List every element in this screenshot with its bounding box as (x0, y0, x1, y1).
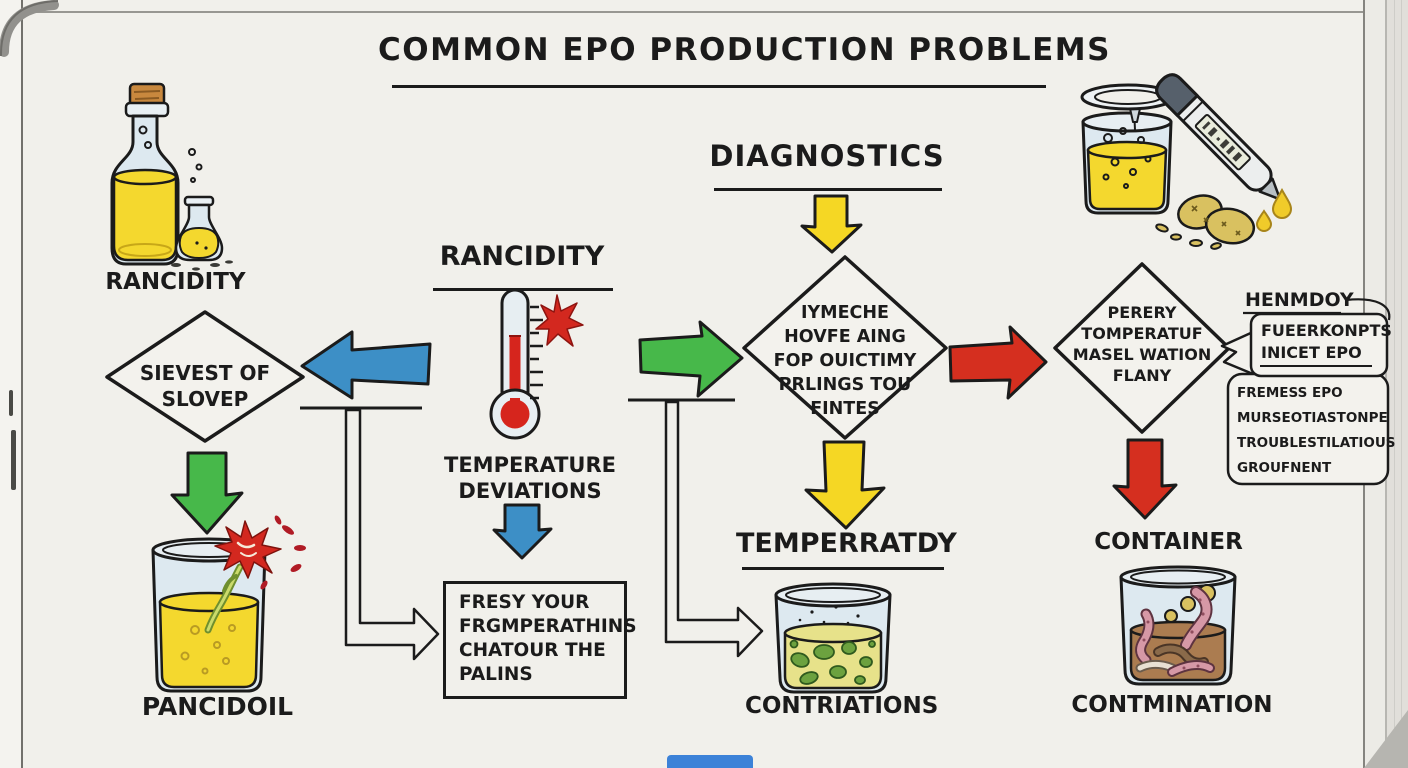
note-lower-line1: FREMESS EPO (1237, 385, 1343, 401)
oil-bottle-label: RANCIDITY (105, 269, 246, 295)
center-line3: FOP OUICTIMY (773, 351, 917, 371)
diagnostics-heading: DIAGNOSTICS (709, 139, 945, 173)
note-bubble (1220, 298, 1391, 486)
fresy-line1: FRESY YOUR (459, 592, 590, 613)
decision-diamond-sievest (105, 310, 305, 443)
marker-icon (667, 755, 753, 768)
pancidoil-label: PANCIDOIL (141, 692, 294, 721)
red-down-arrow-icon (1112, 438, 1178, 520)
temperratdy-heading: TEMPERRATDY (736, 528, 957, 559)
right-line1: PERERY (1107, 303, 1177, 322)
contriations-label: CONTRIATIONS (745, 693, 939, 719)
center-line2: HOVFE AING (784, 327, 906, 347)
thermometer-icon (489, 288, 543, 440)
heat-spark-icon (535, 294, 584, 347)
splash-burst-icon (214, 515, 306, 590)
corner-shadow (1364, 710, 1408, 768)
right-line3: MASEL WATION (1072, 345, 1212, 364)
rancidity-underline (433, 288, 613, 291)
fresy-line4: PALINS (459, 664, 533, 685)
edge-smudge (11, 430, 16, 490)
fresy-note-box: FRESY YOUR FRGMPERATHINS CHATOUR THE PAL… (443, 581, 637, 699)
wall-streak (1401, 0, 1402, 768)
page-title: COMMON EPO PRODUCTION PROBLEMS (378, 32, 1111, 68)
blue-down-arrow-icon (492, 503, 553, 560)
temperature-deviations-caption: TEMPERATURE DEVIATIONS (428, 452, 632, 504)
sievest-diamond-label: SIEVEST OF SLOVEP (112, 360, 298, 412)
note-lower-line3: TROUBLESTILATIOUS (1237, 435, 1396, 451)
right-line2: TOMPERATUF (1081, 324, 1203, 343)
tempdev-line1: TEMPERATURE (444, 453, 616, 477)
fresy-line2: FRGMPERATHINS (459, 616, 637, 637)
center-line4: PRLINGS TOU (778, 375, 912, 395)
note-lower-text: FREMESS EPO MURSEOTIASTONPE TROUBLESTILA… (1237, 381, 1396, 481)
contaminant-worms (1135, 586, 1215, 677)
contriations-beaker-icon (774, 582, 892, 694)
contmination-beaker-icon (1119, 565, 1237, 686)
wall-streak (1394, 0, 1395, 768)
corner-bracket-icon (0, 0, 59, 57)
rancidity-heading: RANCIDITY (439, 241, 605, 272)
temperratdy-underline (742, 567, 944, 570)
note-upper-line2: INICET EPO (1261, 343, 1362, 362)
note-lower-line2: MURSEOTIASTONPE (1237, 410, 1388, 426)
right-line4: FLANY (1112, 366, 1172, 385)
henmdoy-note-title: HENMDOY (1245, 289, 1354, 311)
center-line5: FINTES (810, 399, 880, 419)
blue-left-arrow-icon (300, 330, 432, 400)
ground-dash (171, 263, 181, 267)
diagnostics-underline (714, 188, 942, 191)
fresy-line3: CHATOUR THE (459, 640, 606, 661)
container-heading: CONTAINER (1094, 529, 1243, 555)
yellow-down-arrow2-icon (804, 440, 886, 530)
right-diamond-label: PERERY TOMPERATUF MASEL WATION FLANY (1058, 302, 1226, 386)
edge-smudge (9, 390, 13, 416)
decision-diamond-center (742, 255, 948, 440)
note-upper-line1: FUEERKONPTS (1261, 321, 1392, 340)
green-down-arrow-icon (170, 451, 244, 535)
digital-probe-icon (1155, 73, 1282, 201)
tempdev-line2: DEVIATIONS (458, 479, 602, 503)
potato-icon (1155, 194, 1256, 250)
sievest-line1: SIEVEST OF (139, 361, 271, 385)
center-diamond-label: IYMECHE HOVFE AING FOP OUICTIMY PRLINGS … (755, 301, 935, 421)
wall-strip (1387, 0, 1408, 768)
yellow-down-arrow-icon (800, 194, 863, 254)
red-right-arrow-icon (948, 325, 1048, 400)
center-line1: IYMECHE (801, 303, 889, 323)
contmination-label: CONTMINATION (1071, 692, 1273, 718)
elbow-arrow-to-beaker (664, 400, 764, 658)
sievest-line2: SLOVEP (161, 387, 249, 411)
whiteboard-left-edge (0, 0, 23, 768)
pancidoil-beaker-icon (151, 537, 267, 693)
green-right-arrow-icon (638, 320, 744, 398)
elbow-arrow-to-note (344, 408, 440, 661)
title-underline (392, 85, 1046, 88)
sample-beaker-icon (1080, 83, 1176, 215)
bubble-tail (1220, 330, 1255, 376)
flask-icon (171, 195, 233, 271)
note-upper-text: FUEERKONPTS INICET EPO (1261, 320, 1392, 364)
whiteboard-top-edge (23, 11, 1364, 13)
decision-diamond-right (1053, 262, 1231, 434)
oil-bottle-icon (110, 82, 203, 266)
note-lower-line4: GROUFNENT (1237, 460, 1332, 476)
oil-drop-icon (1255, 187, 1293, 232)
